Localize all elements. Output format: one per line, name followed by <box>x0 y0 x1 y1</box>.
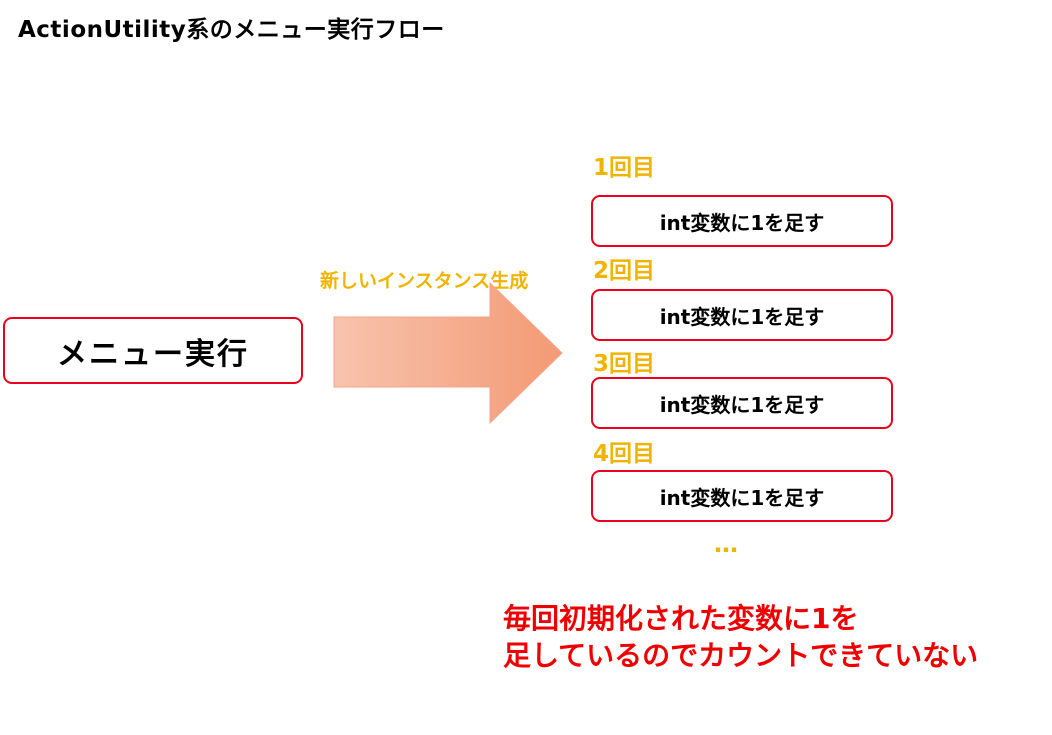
step-box-1: int変数に1を足す <box>591 195 893 247</box>
ellipsis: … <box>714 530 739 558</box>
note-text: 毎回初期化された変数に1を 足しているのでカウントできていない <box>503 600 978 674</box>
round-label-2: 2回目 <box>593 258 656 284</box>
menu-execute-box: メニュー実行 <box>3 317 303 384</box>
step-box-4: int変数に1を足す <box>591 470 893 522</box>
step-box-3: int変数に1を足す <box>591 377 893 429</box>
step-box-2: int変数に1を足す <box>591 289 893 341</box>
right-arrow-icon <box>333 281 563 425</box>
round-label-1: 1回目 <box>593 155 656 181</box>
arrow-label: 新しいインスタンス生成 <box>320 270 529 292</box>
round-label-4: 4回目 <box>593 441 656 467</box>
note-line-1: 毎回初期化された変数に1を <box>503 602 859 635</box>
note-line-2: 足しているのでカウントできていない <box>503 639 979 672</box>
round-label-3: 3回目 <box>593 351 656 377</box>
page-title: ActionUtility系のメニュー実行フロー <box>18 17 445 43</box>
